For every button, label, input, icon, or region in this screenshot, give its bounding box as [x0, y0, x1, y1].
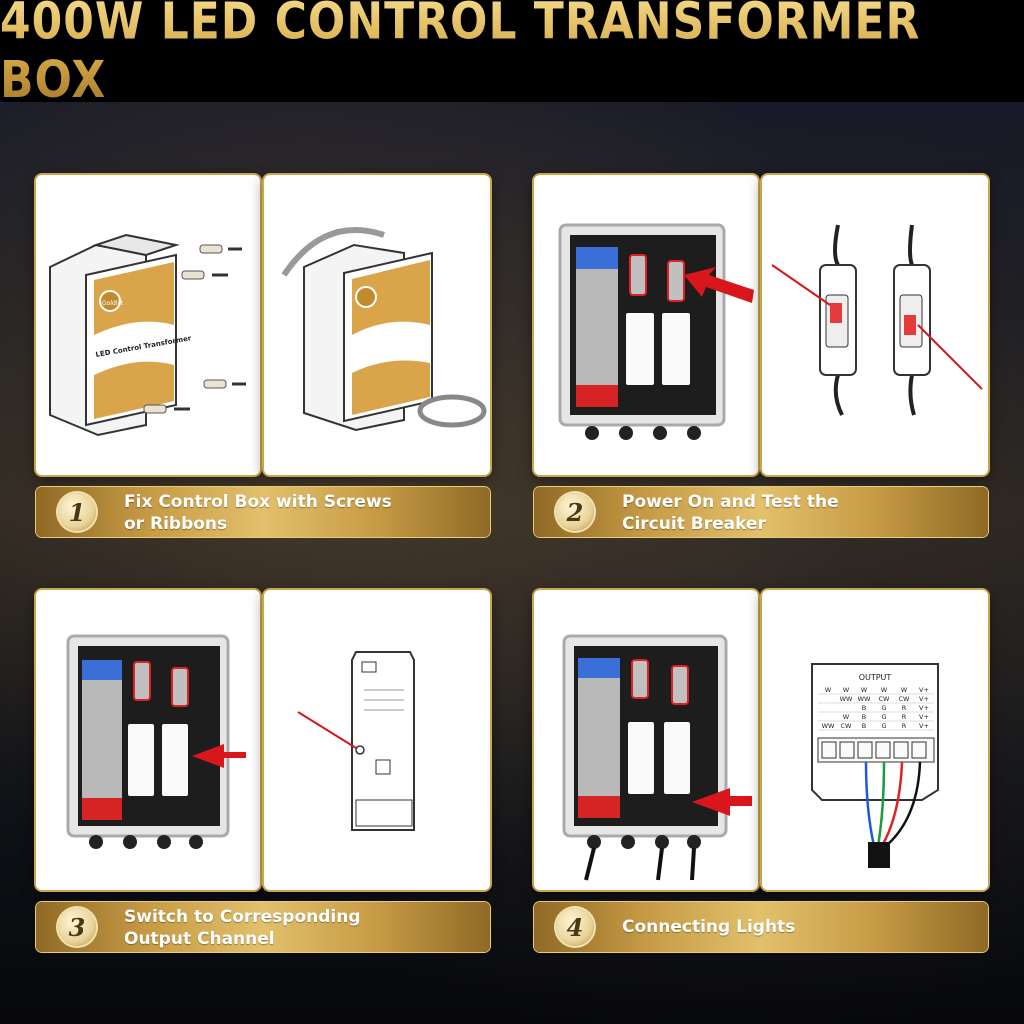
page-title: 400W LED CONTROL TRANSFORMER BOX — [0, 0, 1024, 110]
output-table-cell: CW — [841, 722, 853, 730]
screw-icon — [199, 244, 242, 254]
output-table-cell: CW — [879, 695, 891, 703]
channel-switch-icon — [355, 745, 365, 755]
pointer-arrow-icon — [684, 267, 754, 303]
breaker-on-icon — [893, 264, 931, 376]
step1-line2: or Ribbons — [124, 514, 228, 534]
step3-image-right — [264, 590, 490, 890]
output-table-cell: W — [843, 686, 850, 694]
open-box-breaker-illustration — [558, 223, 754, 440]
output-table-cell: WW — [858, 695, 871, 703]
pointer-arrow-icon — [192, 744, 246, 768]
output-table-cell: V+ — [919, 704, 929, 712]
step2-image-left — [534, 175, 758, 475]
step1-image-right — [264, 175, 490, 475]
output-table-cell: G — [881, 713, 886, 721]
step3-number-badge: 3 — [58, 908, 96, 946]
output-table-cell: V+ — [919, 686, 929, 694]
screw-icon — [181, 270, 228, 280]
step3-image-left — [36, 590, 260, 890]
step3-caption-text: Switch to Corresponding Output Channel — [124, 906, 480, 950]
cable-connector-icon — [868, 842, 890, 868]
cable-tie-icon — [417, 394, 487, 428]
output-table-cell: B — [862, 704, 866, 712]
pointer-line-icon — [917, 324, 983, 390]
output-table-cell: R — [902, 713, 907, 721]
output-table-cell: W — [881, 686, 888, 694]
step4-caption: 4 Connecting Lights — [534, 902, 988, 952]
open-box-wiring-illustration — [562, 634, 752, 881]
pointer-line-icon — [771, 264, 831, 306]
step1-line1: Fix Control Box with Screws — [124, 492, 392, 512]
output-table-cell: W — [843, 713, 850, 721]
pointer-line-icon — [297, 711, 357, 749]
terminal-block-icon — [817, 737, 935, 763]
box-mount-screws-illustration: Goldlilt LED Control Transformer — [49, 233, 246, 437]
output-table-cell: WW — [822, 722, 835, 730]
output-table-cell: R — [902, 704, 907, 712]
step4-line1: Connecting Lights — [622, 917, 796, 937]
step3-line1: Switch to Corresponding — [124, 907, 361, 927]
breaker-closeup-illustration — [771, 224, 983, 416]
box-mount-ribbon-illustration — [281, 227, 487, 432]
output-table-cell: G — [881, 722, 886, 730]
step2-number-badge: 2 — [556, 493, 594, 531]
step1-number-badge: 1 — [58, 493, 96, 531]
open-box-controller-illustration — [66, 634, 246, 849]
screw-icon — [143, 404, 190, 414]
output-table-cell: W — [861, 686, 868, 694]
step4-caption-text: Connecting Lights — [622, 916, 978, 938]
pointer-arrow-icon — [692, 788, 752, 816]
step1-caption: 1 Fix Control Box with Screws or Ribbons — [36, 487, 490, 537]
breaker-off-icon — [819, 264, 857, 376]
step3-caption: 3 Switch to Corresponding Output Channel — [36, 902, 490, 952]
brand-label: Goldlilt — [102, 300, 124, 307]
output-table-cell: B — [862, 722, 866, 730]
step2-caption-text: Power On and Test the Circuit Breaker — [622, 491, 978, 535]
screw-icon — [203, 379, 246, 389]
qr-code-icon — [375, 759, 391, 775]
step2-line2: Circuit Breaker — [622, 514, 766, 534]
output-table-cell: V+ — [919, 722, 929, 730]
step1-image-left: Goldlilt LED Control Transformer — [36, 175, 260, 475]
output-table-cell: V+ — [919, 695, 929, 703]
step4-image-left — [534, 590, 758, 890]
output-table-cell: CW — [899, 695, 911, 703]
step4-number-badge: 4 — [556, 908, 594, 946]
output-table-cell: W — [825, 686, 832, 694]
breaker-fuse-icon — [629, 254, 685, 302]
output-table-cell: B — [862, 713, 866, 721]
step1-caption-text: Fix Control Box with Screws or Ribbons — [124, 491, 480, 535]
output-table-cell: WW — [840, 695, 853, 703]
controller-module-illustration — [297, 651, 415, 831]
step2-caption: 2 Power On and Test the Circuit Breaker — [534, 487, 988, 537]
output-table-cell: R — [902, 722, 907, 730]
step2-line1: Power On and Test the — [622, 492, 839, 512]
output-table-header: OUTPUT — [859, 673, 892, 682]
output-table-cell: G — [881, 704, 886, 712]
title-bar: 400W LED CONTROL TRANSFORMER BOX — [0, 0, 1024, 110]
output-table-cell: W — [901, 686, 908, 694]
output-table-cell: V+ — [919, 713, 929, 721]
step2-image-right — [762, 175, 988, 475]
step3-line2: Output Channel — [124, 929, 275, 949]
